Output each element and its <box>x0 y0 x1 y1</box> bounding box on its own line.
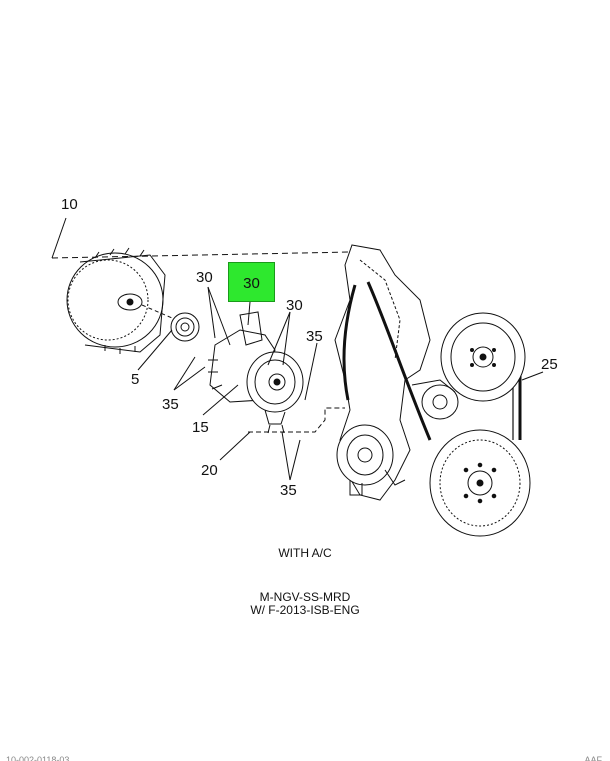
alternator <box>66 247 173 354</box>
engine-front-cover <box>334 244 459 501</box>
assembly-dashed-outline <box>248 407 345 433</box>
highlighted-callout-30-label: 30 <box>243 275 260 292</box>
caption-model-line1: M-NGV-SS-MRD <box>259 590 351 604</box>
footer-code: AAF <box>584 755 602 761</box>
callout-25: 25 <box>541 356 558 373</box>
callout-5: 5 <box>131 371 140 388</box>
footer-reference: 10-002-0118-03 <box>6 755 70 761</box>
leader-lines <box>51 217 544 481</box>
callout-35-left: 35 <box>162 396 179 413</box>
highlighted-callout-30[interactable]: 30 <box>228 262 275 302</box>
callout-10: 10 <box>61 196 78 213</box>
callout-30-left: 30 <box>196 269 213 286</box>
drive-belt <box>342 281 522 441</box>
caption-model-line2: W/ F-2013-ISB-ENG <box>250 603 360 617</box>
fan-pulley <box>440 312 526 402</box>
caption-with-ac: WITH A/C <box>278 546 332 560</box>
ac-compressor <box>208 311 304 434</box>
callout-35-mid: 35 <box>306 328 323 345</box>
callout-35-bottom: 35 <box>280 482 297 499</box>
crankshaft-damper <box>429 429 531 537</box>
callout-20: 20 <box>201 462 218 479</box>
idler-pulley <box>170 312 200 342</box>
callout-15: 15 <box>192 419 209 436</box>
callout-30-right: 30 <box>286 297 303 314</box>
